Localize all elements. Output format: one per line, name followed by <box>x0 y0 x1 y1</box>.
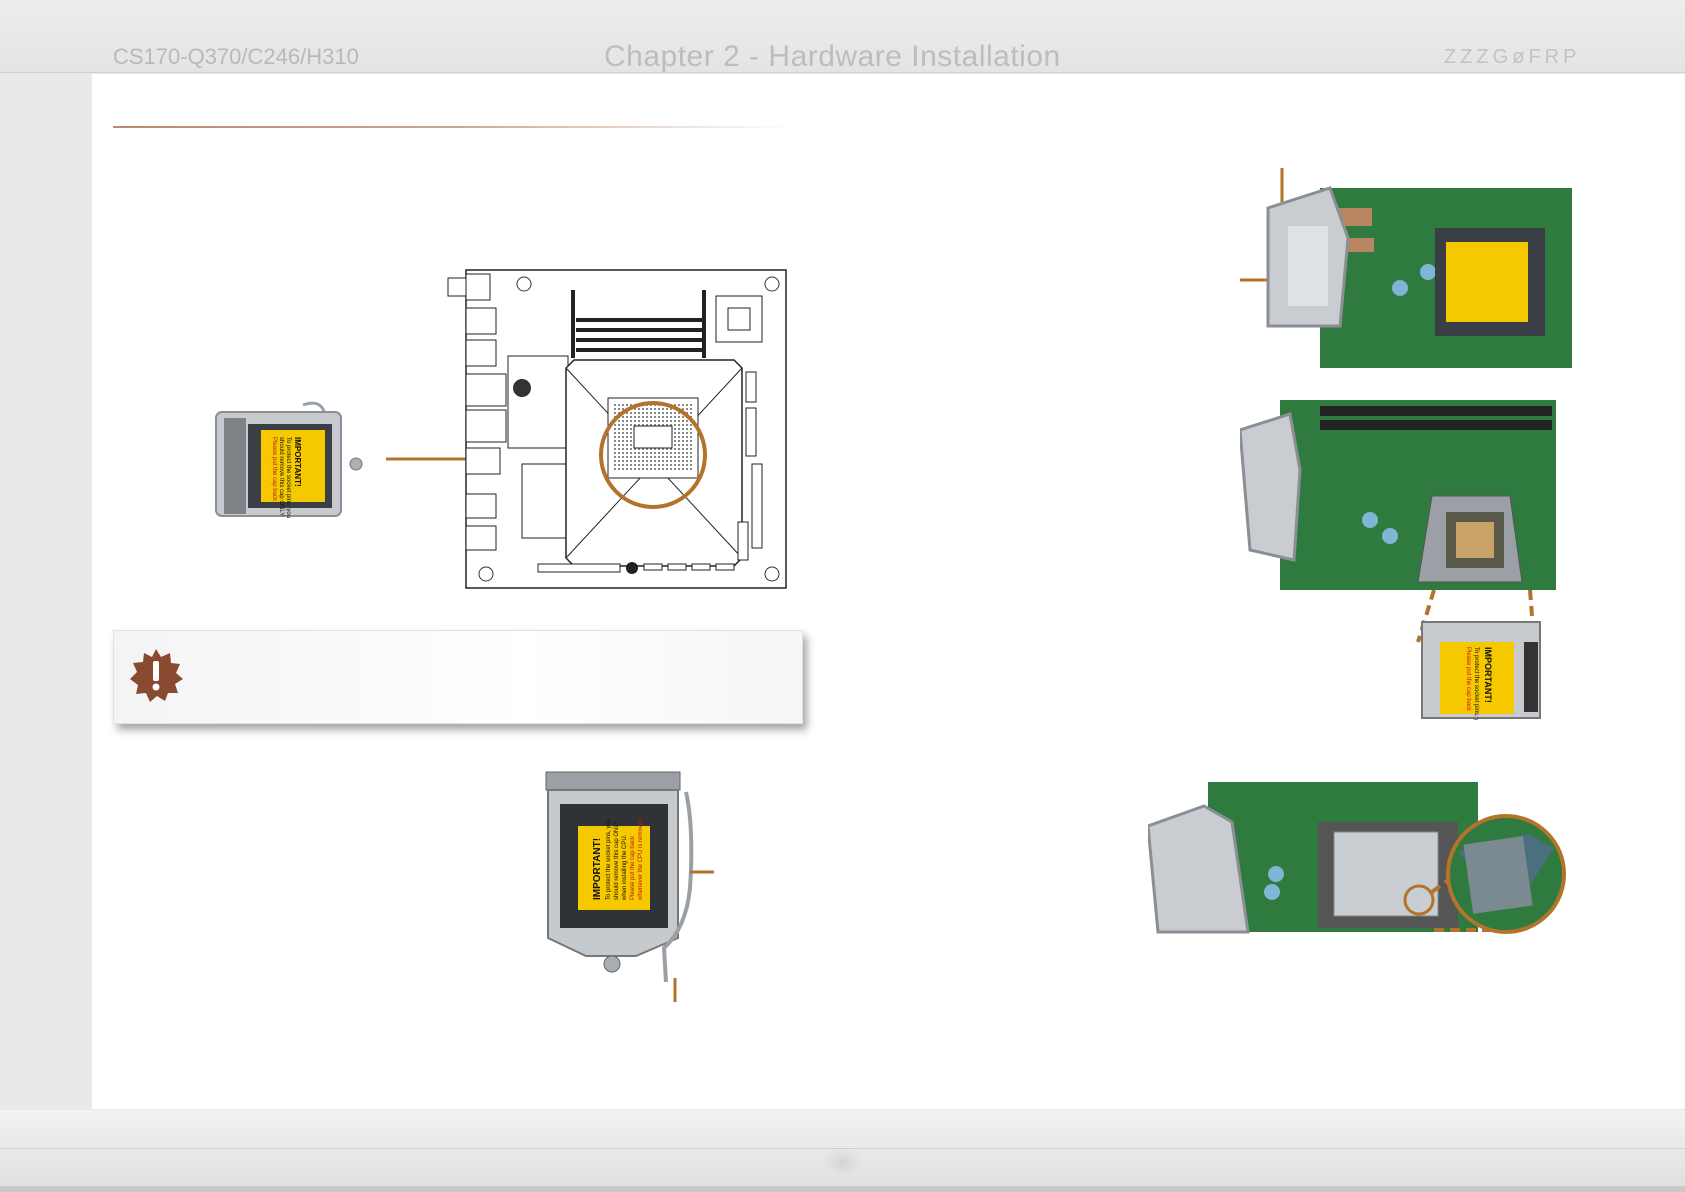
warning-seal-icon <box>130 649 183 702</box>
photo-lever-lifted <box>1240 168 1572 368</box>
cap-label-line-5: Please put the cap back <box>630 835 636 900</box>
socket-cap-label <box>578 826 650 910</box>
cap-photo-label-heading: IMPORTANT! <box>1483 647 1493 703</box>
bottom-strip <box>0 1186 1685 1192</box>
cap-photo-label-line-2: To protect the socket pins, you <box>1473 647 1479 720</box>
socket-highlight-circle <box>599 401 707 509</box>
closeup-screw-icon <box>349 457 363 471</box>
important-note <box>113 630 803 724</box>
closeup-label-text-3: Please put the cap back <box>271 437 277 502</box>
screw-icon <box>603 955 621 973</box>
chapter-title: Chapter 2 - Hardware Installation <box>604 40 1061 73</box>
closeup-label-text-1: To protect the socket pins, you <box>285 437 291 518</box>
socket-lever-image: IMPORTANT! To protect the socket pins, y… <box>545 771 714 1002</box>
website-text: ZZZGøFRP <box>1444 46 1581 68</box>
photo-cpu-installed <box>1148 782 1566 934</box>
footer-rule <box>0 1148 1685 1149</box>
motherboard-diagram <box>447 269 787 589</box>
load-lever <box>661 791 694 983</box>
cap-zoom-connector <box>1416 590 1536 643</box>
socket-closeup-image: IMPORTANT! To protect the socket pins, y… <box>215 401 363 518</box>
cap-label-line-6: whenever the CPU is removed. <box>638 817 644 901</box>
footer-tab <box>825 1150 859 1176</box>
cap-label-line-3: should remove this cap ONLY <box>614 821 620 900</box>
cap-photo-label-line-5: Please put the cap back <box>1465 647 1471 712</box>
cap-label-line-2: To protect the socket pins, you <box>606 819 612 900</box>
cap-label-line-4: when installing the CPU. <box>622 834 628 901</box>
section-rule <box>113 126 793 128</box>
photo-socket-cap: IMPORTANT! To protect the socket pins, y… <box>1421 621 1541 720</box>
closeup-label-heading: IMPORTANT! <box>293 437 302 487</box>
closeup-label-text-2: should remove this cap ONLY <box>278 437 284 516</box>
cap-label-heading: IMPORTANT! <box>592 838 603 900</box>
page-header: CS170-Q370/C246/H310 Chapter 2 - Hardwar… <box>0 0 1685 73</box>
document-title: CS170-Q370/C246/H310 <box>113 44 359 69</box>
photo-socket-open <box>1240 400 1556 590</box>
